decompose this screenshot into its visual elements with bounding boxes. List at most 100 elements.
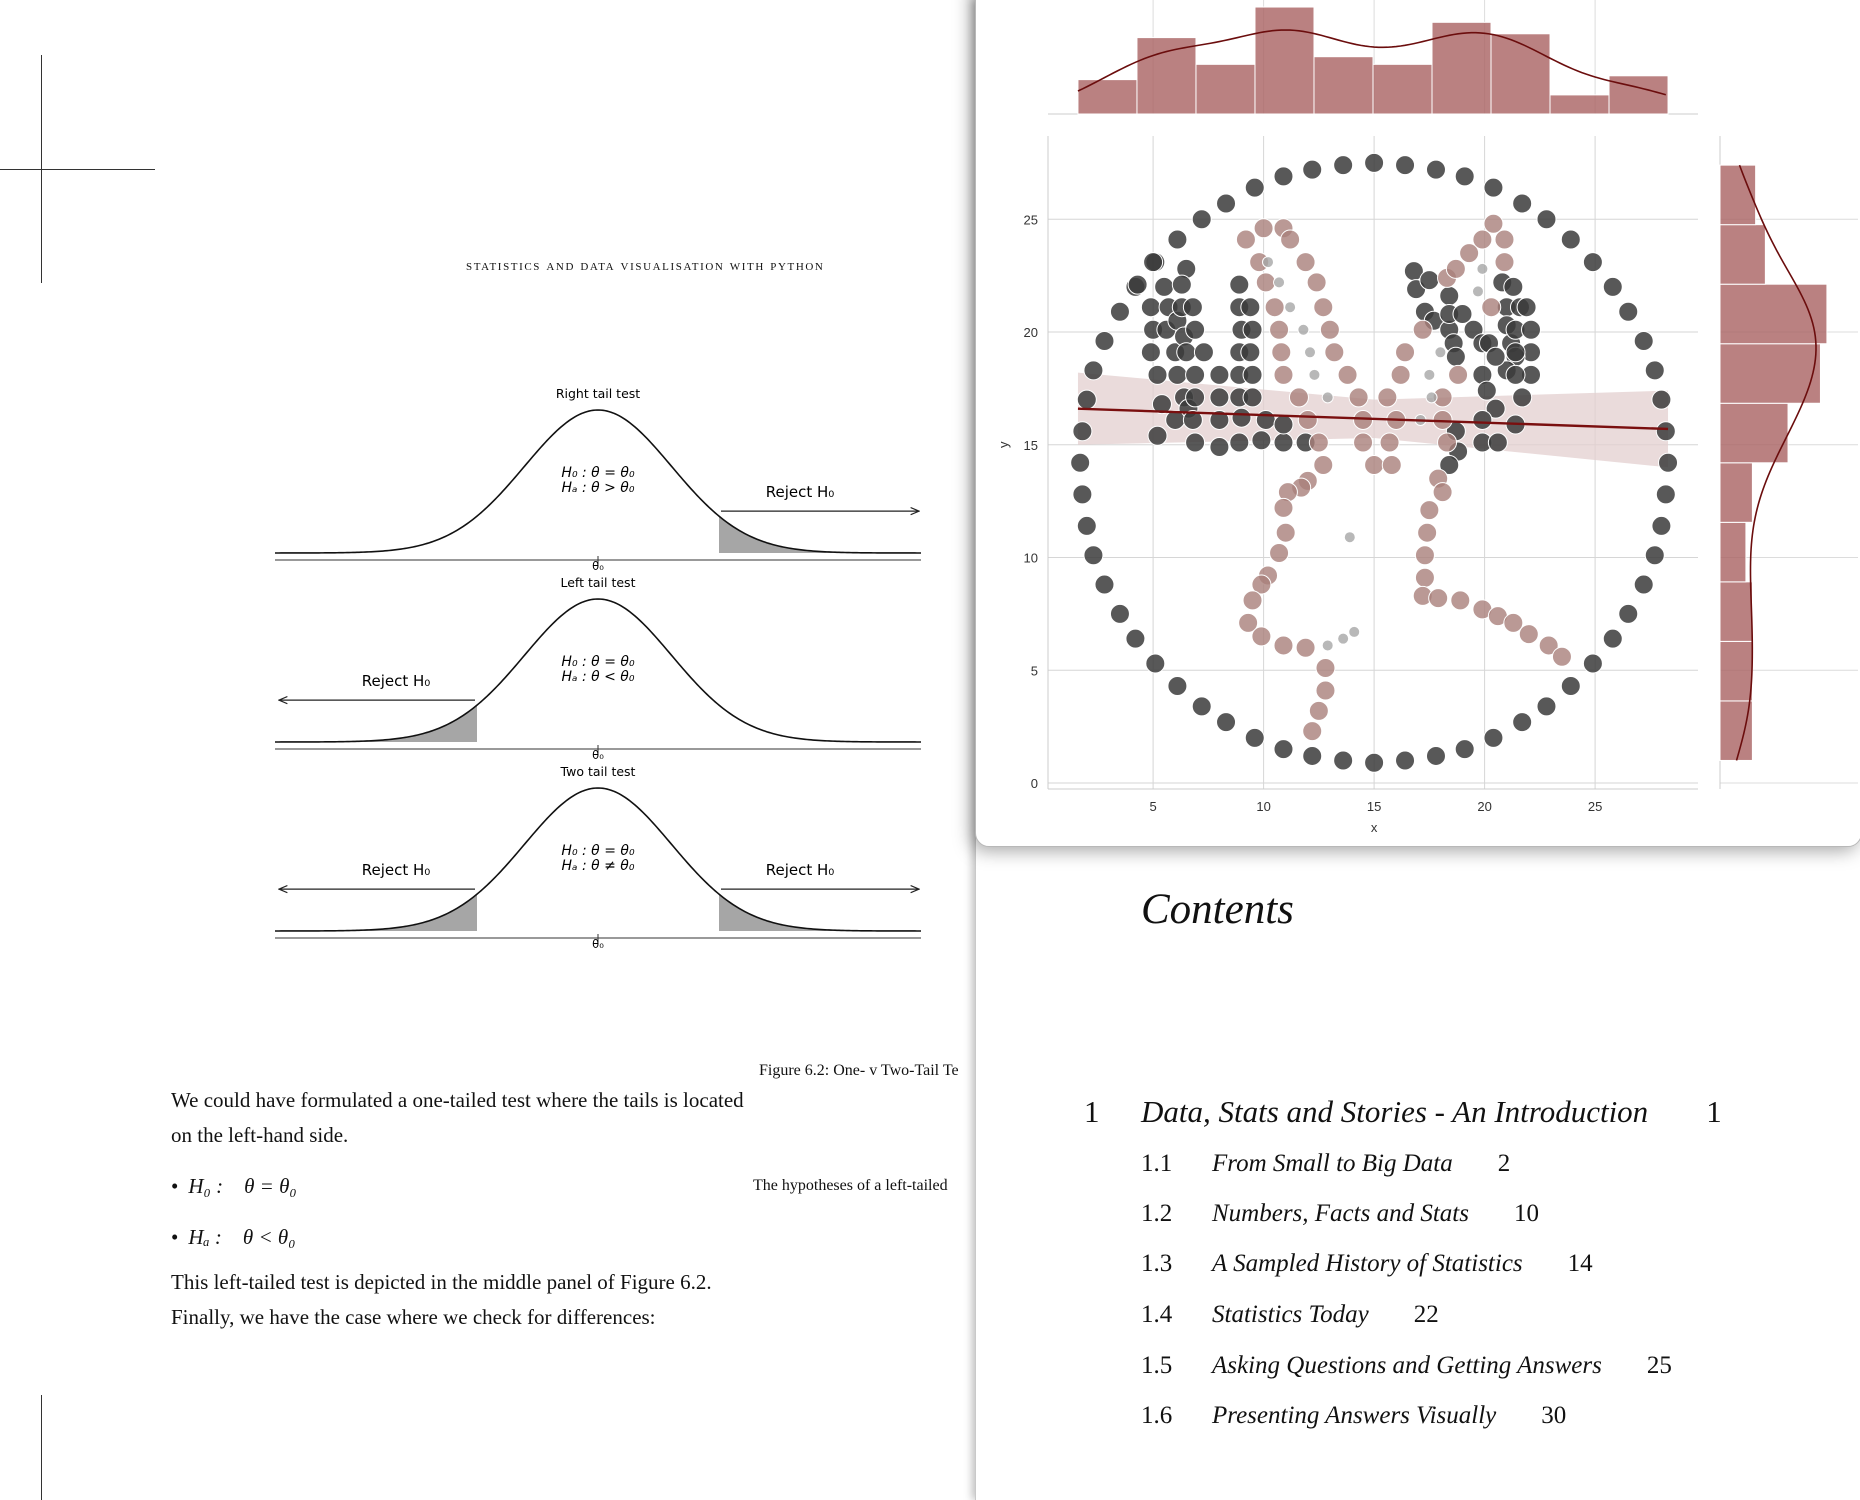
scatter-point-brown <box>1273 364 1294 385</box>
scatter-point-dark <box>1125 628 1146 649</box>
scatter-point-dark <box>1167 676 1188 697</box>
scatter-point-brown <box>1432 482 1453 503</box>
scatter-point-dark <box>1209 387 1230 408</box>
section-page: 2 <box>1497 1150 1511 1177</box>
scatter-point-gray <box>1348 625 1361 638</box>
scatter-point-brown <box>1297 409 1318 430</box>
scatter-point-dark <box>1655 484 1676 505</box>
scatter-point-dark <box>1229 274 1250 295</box>
scatter-point-brown <box>1306 272 1327 293</box>
scatter-point-brown <box>1377 387 1398 408</box>
scatter-point-dark <box>1109 603 1130 624</box>
scatter-point-dark <box>1505 364 1526 385</box>
scatter-point-dark <box>1083 360 1104 381</box>
x-hist-bar <box>1431 21 1492 115</box>
bullet-expr: θ = θ₀ <box>244 1174 297 1198</box>
y-tick-label: 25 <box>1024 212 1038 227</box>
scatter-point-dark <box>1244 177 1265 198</box>
rejection-region <box>719 894 921 931</box>
scatter-point-brown <box>1324 342 1345 363</box>
scatter-point-dark <box>1167 364 1188 385</box>
scatter-point-gray <box>1304 346 1317 359</box>
y-axis-label: y <box>996 441 1011 448</box>
scatter-point-brown <box>1238 612 1259 633</box>
scatter-point-dark <box>1364 752 1385 773</box>
scatter-point-dark <box>1521 319 1542 340</box>
y-hist-bar <box>1719 640 1753 702</box>
scatter-point-dark <box>1182 409 1203 430</box>
scatter-point-dark <box>1395 155 1416 176</box>
scatter-point-brown <box>1255 272 1276 293</box>
scatter-point-dark <box>1516 297 1537 318</box>
scatter-point-dark <box>1076 515 1097 536</box>
crop-mark <box>0 169 155 170</box>
scatter-point-dark <box>1094 574 1115 595</box>
scatter-point-gray <box>1434 346 1447 359</box>
section-number: 1.1 <box>1141 1150 1173 1177</box>
scatter-point-dark <box>1485 346 1506 367</box>
scatter-point-gray <box>1471 285 1484 298</box>
x-hist-bar <box>1136 37 1197 115</box>
scatter-point-dark <box>1364 152 1385 173</box>
scatter-point-dark <box>1476 380 1497 401</box>
scatter-point-dark <box>1633 574 1654 595</box>
scatter-point-dark <box>1651 515 1672 536</box>
scatter-point-brown <box>1269 319 1290 340</box>
x-tick-label: 15 <box>1367 799 1381 814</box>
normal-curve <box>274 409 922 554</box>
scatter-point-dark <box>1560 676 1581 697</box>
scatter-point-dark <box>1483 177 1504 198</box>
scatter-point-dark <box>1240 342 1261 363</box>
scatter-point-brown <box>1379 432 1400 453</box>
scatter-point-dark <box>1560 229 1581 250</box>
scatter-point-dark <box>1487 432 1508 453</box>
x-hist-bar <box>1549 94 1610 115</box>
section-number: 1.5 <box>1141 1352 1173 1379</box>
scatter-point-gray <box>1262 256 1275 269</box>
scatter-point-dark <box>1602 276 1623 297</box>
y-tick-label: 0 <box>1031 776 1038 791</box>
bullet-expr: θ < θ₀ <box>242 1225 296 1249</box>
scatter-point-dark <box>1425 159 1446 180</box>
scatter-point-dark <box>1072 484 1093 505</box>
paragraph: We could have formulated a one-tailed te… <box>171 1088 744 1147</box>
hypothesis-text: H₀ : θ = θ₀ <box>561 654 635 670</box>
y-kde-curve <box>1735 164 1817 761</box>
scatter-point-dark <box>1083 545 1104 566</box>
scatter-point-brown <box>1353 432 1374 453</box>
scatter-point-dark <box>1644 360 1665 381</box>
scatter-point-dark <box>1154 276 1175 297</box>
scatter-point-dark <box>1229 432 1250 453</box>
scatter-point-brown <box>1308 700 1329 721</box>
scatter-point-brown <box>1395 342 1416 363</box>
scatter-point-brown <box>1295 252 1316 273</box>
scatter-point-brown <box>1313 455 1334 476</box>
chapter-title: Data, Stats and Stories - An Introductio… <box>1141 1094 1649 1129</box>
scatter-point-dark <box>1536 696 1557 717</box>
scatter-point-brown <box>1308 432 1329 453</box>
scatter-point-brown <box>1269 542 1290 563</box>
x-tick-label: 20 <box>1477 799 1491 814</box>
x-hist-bar <box>1195 63 1256 115</box>
scatter-point-brown <box>1348 387 1369 408</box>
scatter-point-brown <box>1414 567 1435 588</box>
section-number: 1.6 <box>1141 1402 1173 1429</box>
theta0-tick-label: θ₀ <box>592 748 604 762</box>
y-tick-label: 5 <box>1031 663 1038 678</box>
y-hist-bar <box>1719 343 1821 404</box>
scatter-point-gray <box>1297 323 1310 336</box>
scatter-point-gray <box>1308 368 1321 381</box>
section-page: 10 <box>1513 1200 1539 1227</box>
scatter-point-dark <box>1273 166 1294 187</box>
section-number: 1.2 <box>1141 1200 1173 1227</box>
y-hist-bar <box>1719 700 1753 761</box>
x-hist-bar <box>1254 6 1315 115</box>
